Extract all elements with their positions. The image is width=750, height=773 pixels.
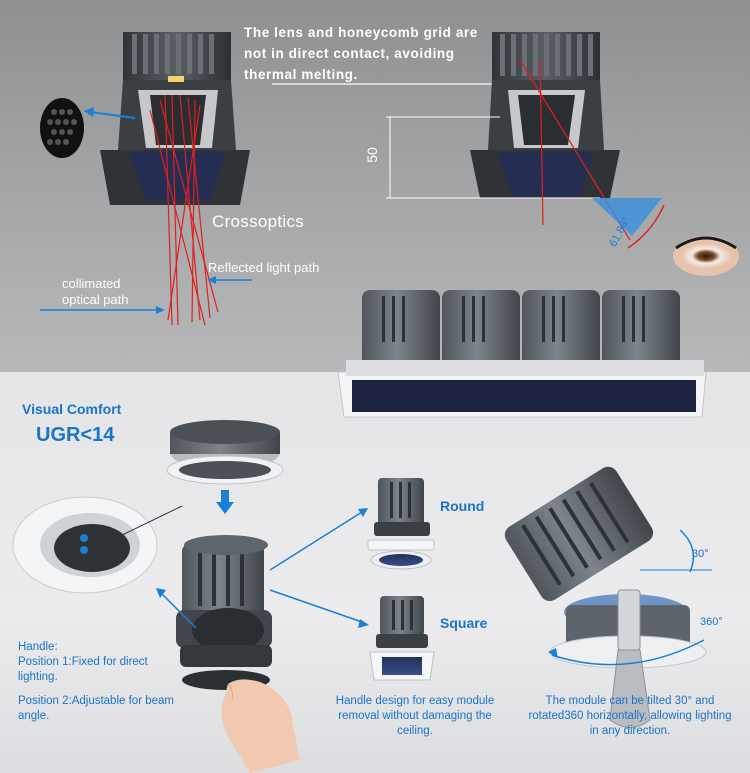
- handle-description: Handle: Position 1:Fixed for direct ligh…: [18, 640, 188, 733]
- light-rays: [149, 94, 219, 326]
- dimension-label: 50: [363, 147, 380, 163]
- dimension-lines: [386, 116, 600, 199]
- left-cross-section-lamp: [100, 32, 250, 205]
- rotation-angle-label: 360°: [700, 616, 723, 628]
- handle-title: Handle:: [18, 641, 58, 653]
- reflected-light-path-label: Reflected light path: [208, 260, 320, 275]
- four-head-fixture: [337, 290, 707, 418]
- honeycomb-grid-icon: [40, 98, 84, 158]
- eye-icon: [673, 236, 739, 276]
- crossoptics-label: Crossoptics: [212, 212, 305, 231]
- cutoff-angle-wedge: [592, 198, 662, 236]
- tilt-arrow: [679, 529, 695, 573]
- square-variant-lamp: [369, 596, 435, 681]
- lens-grid-note: The lens and honeycomb grid are not in d…: [244, 25, 478, 82]
- handle-position-1: Position 1:Fixed for direct lighting.: [18, 656, 148, 683]
- zoom-circle: [12, 496, 158, 594]
- round-label: Round: [440, 498, 485, 514]
- lamp-module: [176, 535, 272, 690]
- ugr-value: UGR<14: [36, 424, 115, 446]
- tilt-rotation-caption: The module can be tilted 30° and rotated…: [528, 695, 732, 737]
- tilt-angle-label: 30°: [692, 548, 709, 560]
- visual-comfort-title: Visual Comfort: [22, 401, 122, 417]
- collimated-optical-path-label: collimated optical path: [62, 276, 129, 307]
- hand-icon: [221, 679, 300, 773]
- handle-design-caption: Handle design for easy module removal wi…: [335, 695, 495, 737]
- mounting-ring: [166, 420, 284, 485]
- rotation-arrow: [551, 639, 705, 666]
- tilted-module: [504, 466, 707, 728]
- arrow-to-grid: [89, 111, 136, 119]
- round-variant-lamp: [367, 478, 435, 570]
- handle-position-2: Position 2:Adjustable for beam angle.: [18, 695, 174, 722]
- square-label: Square: [440, 615, 488, 631]
